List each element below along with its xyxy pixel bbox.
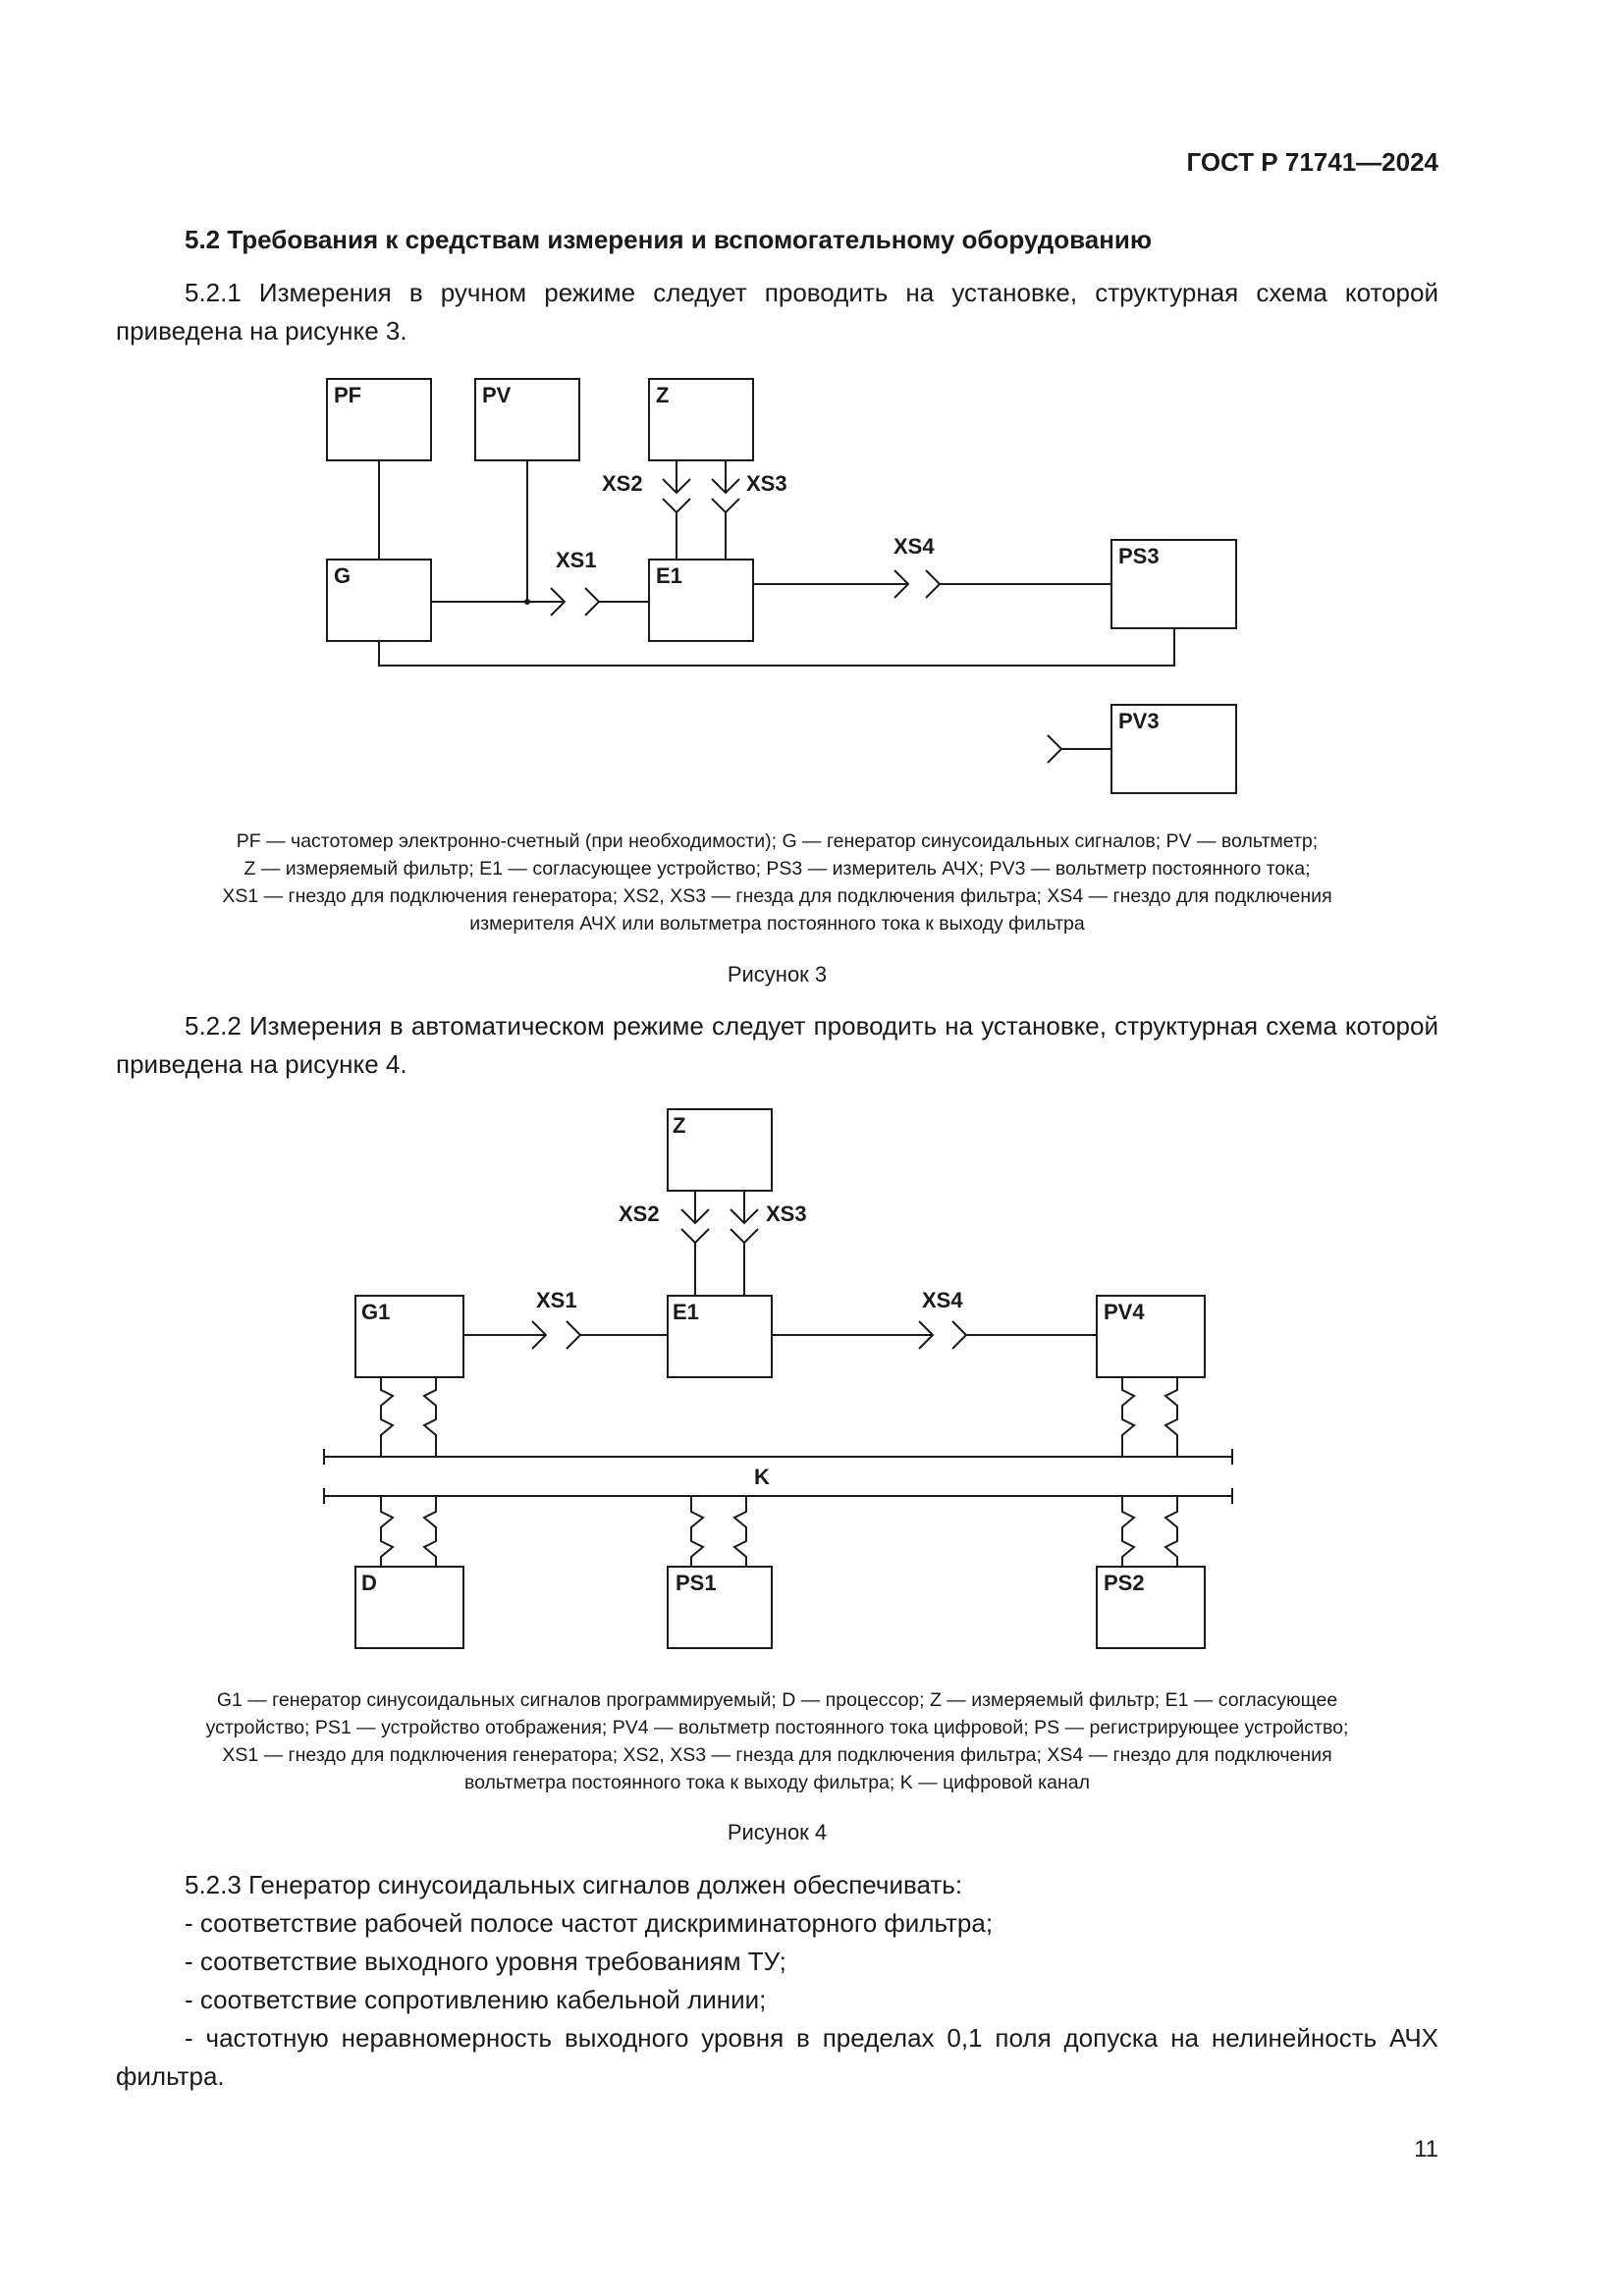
figure-4-caption: G1 — генератор синусоидальных сигналов п… bbox=[116, 1686, 1438, 1796]
label-e1: E1 bbox=[656, 563, 682, 588]
paragraph-text: 5.2.1 Измерения в ручном режиме следует … bbox=[116, 278, 1438, 346]
label-ps1: PS1 bbox=[676, 1571, 717, 1595]
label-k: K bbox=[754, 1465, 770, 1489]
block-pv bbox=[474, 378, 580, 461]
label-g1: G1 bbox=[361, 1300, 390, 1324]
paragraph-5-2-3: 5.2.3 Генератор синусоидальных сигналов … bbox=[116, 1866, 1438, 2096]
label-pf: PF bbox=[334, 383, 361, 407]
list-item: - соответствие рабочей полосе частот дис… bbox=[185, 1908, 994, 1938]
block-z bbox=[648, 378, 754, 461]
list-item: - соответствие сопротивлению кабельной л… bbox=[185, 1985, 767, 2014]
label-xs1: XS1 bbox=[536, 1288, 577, 1312]
section-title: 5.2 Требования к средствам измерения и в… bbox=[185, 225, 1153, 254]
document-header: ГОСТ Р 71741—2024 bbox=[1186, 147, 1438, 177]
paragraph-5-2-2: 5.2.2 Измерения в автоматическом режиме … bbox=[116, 1007, 1438, 1084]
label-xs2: XS2 bbox=[619, 1201, 660, 1226]
wires bbox=[323, 1191, 1233, 1567]
label-pv3: PV3 bbox=[1118, 709, 1160, 733]
label-z: Z bbox=[656, 383, 669, 407]
block-ps2 bbox=[1096, 1566, 1206, 1649]
caption-line: G1 — генератор синусоидальных сигналов п… bbox=[216, 1689, 1338, 1711]
label-xs2: XS2 bbox=[602, 471, 643, 496]
page-number: 11 bbox=[1414, 2136, 1438, 2163]
label-ps2: PS2 bbox=[1104, 1571, 1145, 1595]
paragraph-text: 5.2.2 Измерения в автоматическом режиме … bbox=[116, 1011, 1438, 1079]
label-xs3: XS3 bbox=[766, 1201, 807, 1226]
label-d: D bbox=[361, 1571, 377, 1595]
block-e1 bbox=[667, 1295, 773, 1378]
label-pv: PV bbox=[482, 383, 512, 407]
figure-3-label: Рисунок 3 bbox=[727, 962, 828, 987]
caption-line: устройство; PS1 — устройство отображения… bbox=[205, 1717, 1349, 1738]
block-pf bbox=[326, 378, 432, 461]
block-ps1 bbox=[667, 1566, 773, 1649]
label-xs4: XS4 bbox=[922, 1288, 963, 1312]
figure-4-diagram: Z G1 E1 PV4 D PS1 PS2 bbox=[323, 1108, 1233, 1649]
figure-3-diagram: PF PV Z G E1 PS3 PV3 XS1 XS2 XS3 XS4 bbox=[326, 378, 1237, 794]
list-item: - частотную неравномерность выходного ур… bbox=[116, 2023, 1438, 2091]
block-pv3 bbox=[1110, 704, 1237, 794]
caption-line: вольтметра постоянного тока к выходу фил… bbox=[464, 1772, 1090, 1793]
block-d bbox=[354, 1566, 464, 1649]
label-xs4: XS4 bbox=[893, 534, 935, 559]
wires bbox=[378, 460, 1175, 764]
block-g bbox=[326, 559, 432, 642]
label-e1: E1 bbox=[673, 1300, 699, 1324]
block-e1 bbox=[648, 559, 754, 642]
caption-line: XS1 — гнездо для подключения генератора;… bbox=[222, 1744, 1332, 1766]
label-ps3: PS3 bbox=[1118, 544, 1160, 568]
list-item: - соответствие выходного уровня требован… bbox=[185, 1947, 786, 1976]
paragraph-intro: 5.2.3 Генератор синусоидальных сигналов … bbox=[185, 1870, 963, 1899]
label-xs1: XS1 bbox=[556, 548, 597, 572]
caption-line: XS1 — гнездо для подключения генератора;… bbox=[222, 885, 1332, 907]
block-g1 bbox=[354, 1295, 464, 1378]
figure-4-label: Рисунок 4 bbox=[727, 1820, 828, 1844]
caption-line: измерителя АЧХ или вольтметра постоянног… bbox=[469, 913, 1085, 934]
paragraph-5-2-1: 5.2.1 Измерения в ручном режиме следует … bbox=[116, 274, 1438, 350]
label-pv4: PV4 bbox=[1104, 1300, 1145, 1324]
block-z bbox=[667, 1108, 773, 1192]
block-pv4 bbox=[1096, 1295, 1206, 1378]
label-xs3: XS3 bbox=[746, 471, 787, 496]
caption-line: Z — измеряемый фильтр; E1 — согласующее … bbox=[244, 858, 1311, 880]
label-z: Z bbox=[673, 1113, 685, 1138]
label-g: G bbox=[334, 563, 351, 588]
caption-line: PF — частотомер электронно-счетный (при … bbox=[236, 830, 1319, 852]
figure-3-caption: PF — частотомер электронно-счетный (при … bbox=[116, 828, 1438, 937]
